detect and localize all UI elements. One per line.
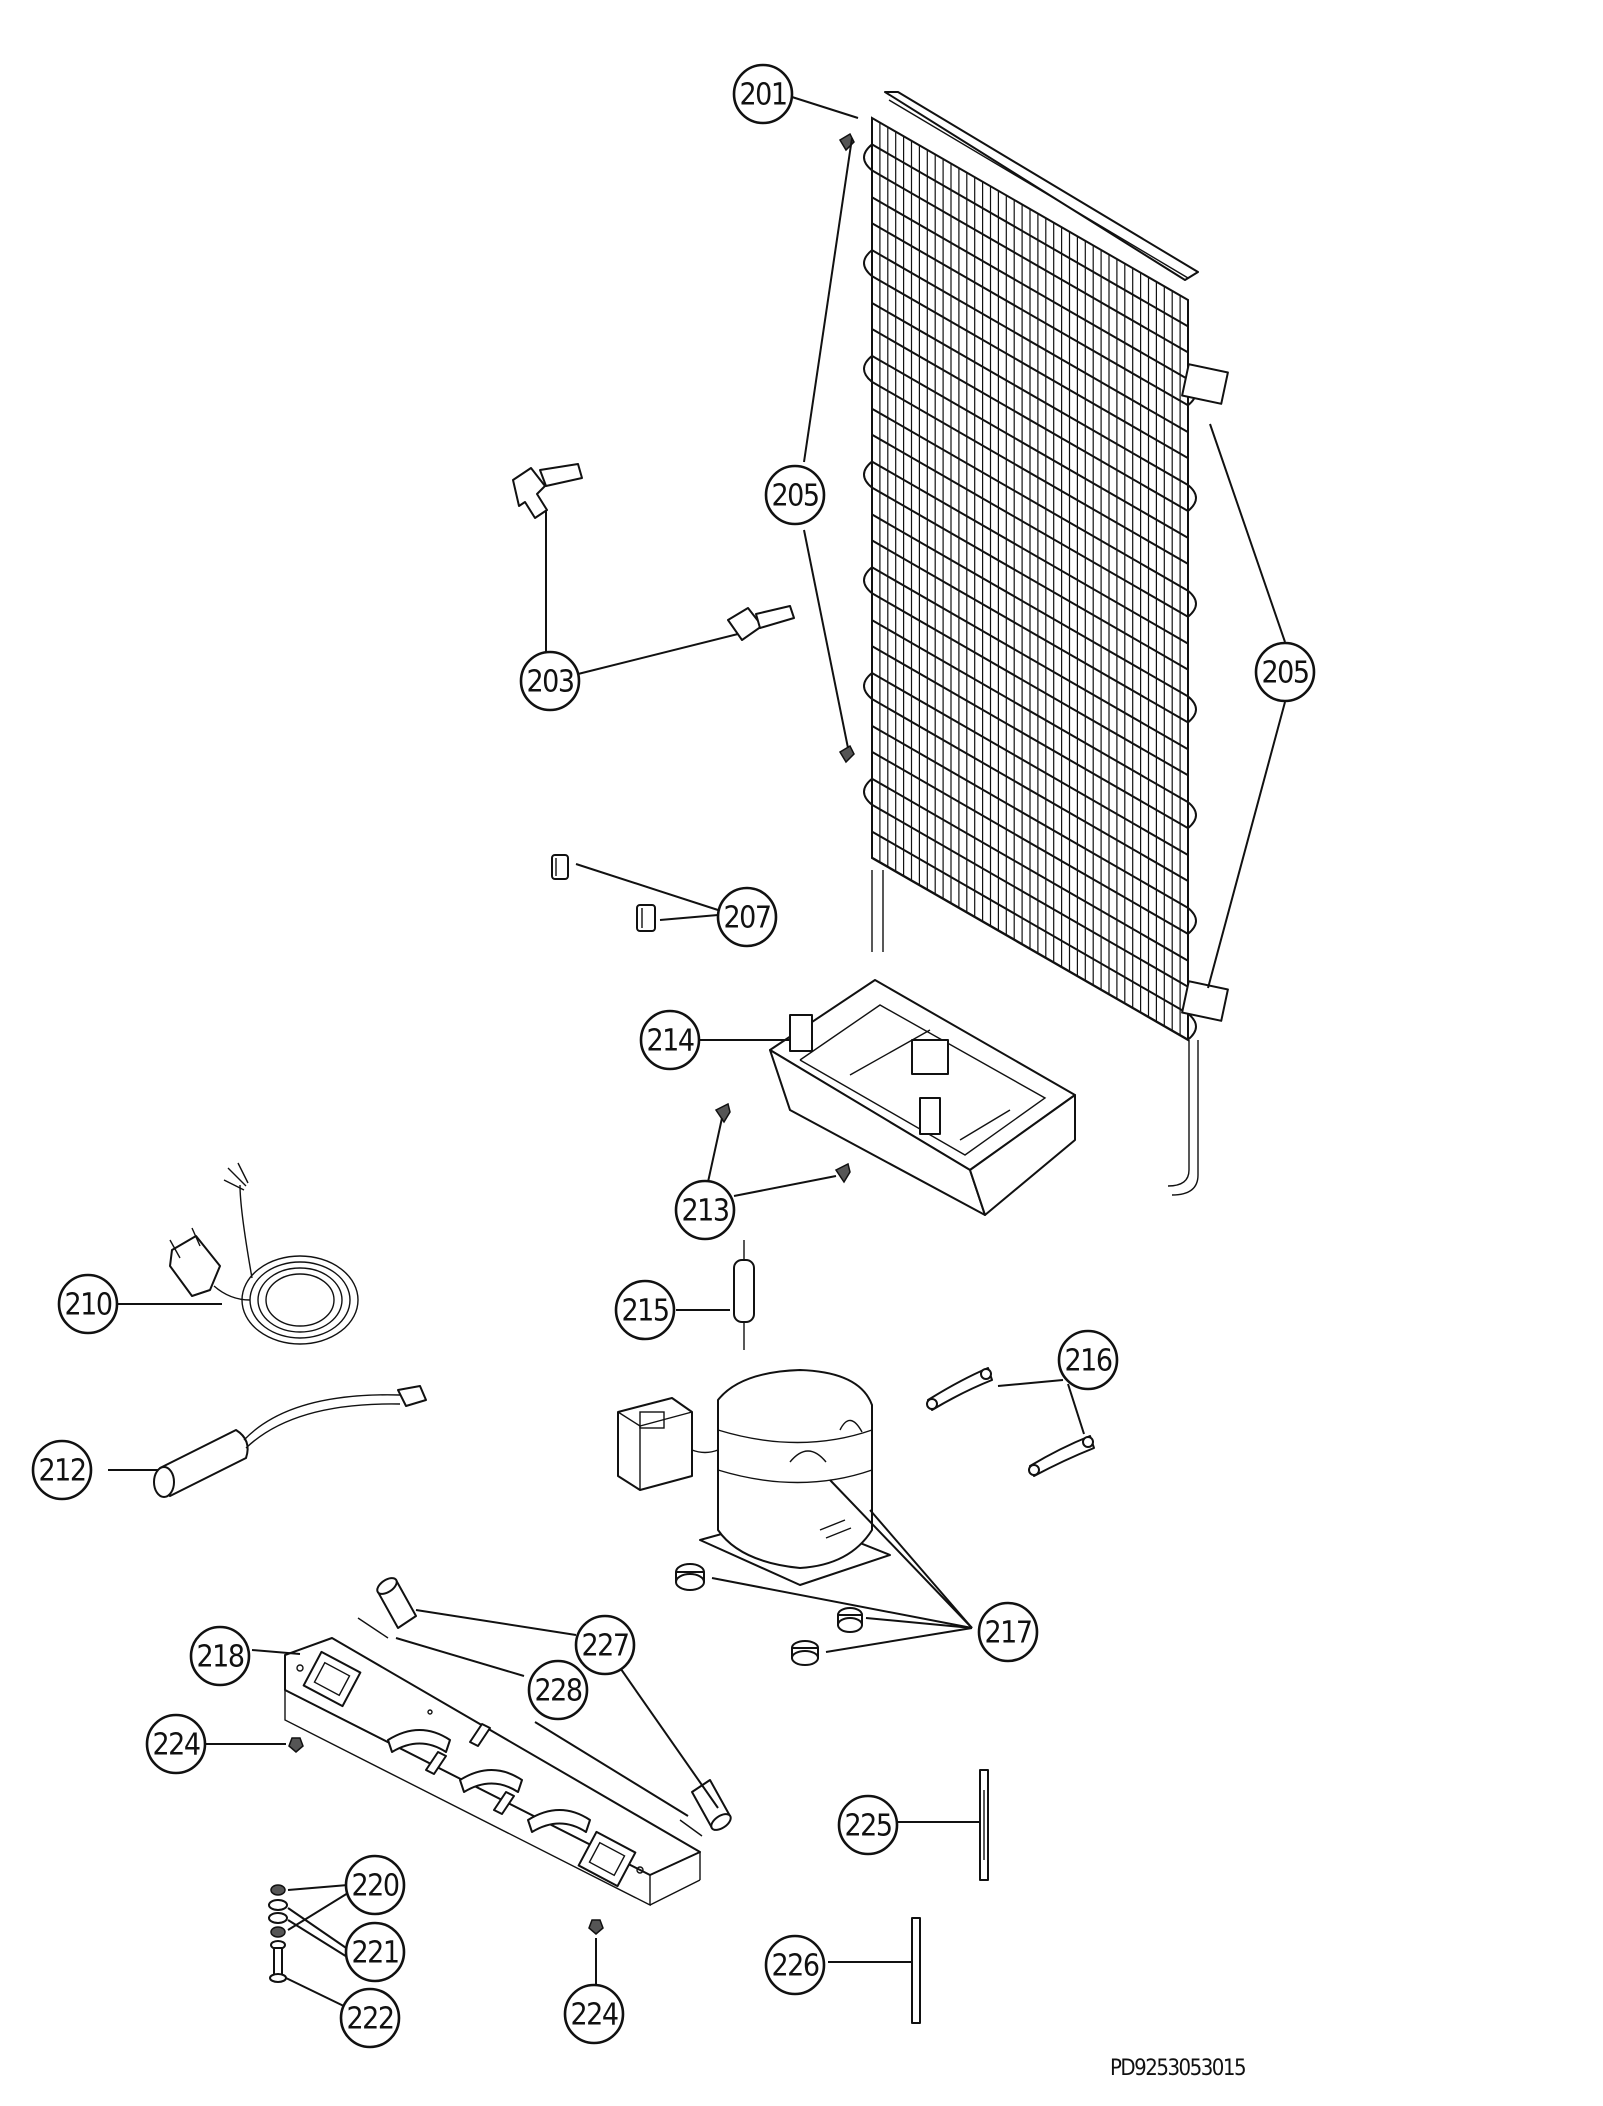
condenser-bend [863, 672, 873, 700]
callout-label: 228 [534, 1674, 581, 1709]
callout-label: 222 [346, 2002, 393, 2037]
callout-label: 212 [38, 1454, 85, 1489]
callout-225: 225 [837, 1794, 899, 1856]
condenser-coil [838, 91, 1229, 1196]
condenser-bend [1187, 484, 1197, 512]
callout-label: 225 [844, 1809, 891, 1844]
tube-part [911, 1769, 989, 2024]
callout-label: 205 [1261, 656, 1308, 691]
callout-label: 226 [771, 1949, 818, 1984]
condenser-tube [871, 249, 1189, 460]
condenser-bend [863, 249, 873, 277]
condenser-tube [871, 407, 1189, 618]
condenser-tube [871, 302, 1189, 512]
callout-212: 212 [31, 1439, 93, 1501]
condenser-tube [871, 724, 1189, 935]
leader-lines [108, 96, 1286, 2011]
callout-224-bottom: 224 [563, 1983, 625, 2045]
condenser-bend [863, 143, 873, 172]
bolt-assembly [268, 1884, 288, 1983]
callout-214: 214 [639, 1009, 701, 1071]
condenser-bend [1187, 801, 1197, 829]
callout-label: 203 [526, 665, 573, 700]
bushing-part [357, 1577, 732, 1837]
callout-label: 216 [1064, 1344, 1111, 1379]
callout-221: 221 [344, 1921, 406, 1983]
callout-label: 210 [64, 1288, 111, 1323]
callout-label: 217 [984, 1616, 1031, 1651]
callout-label: 227 [581, 1629, 628, 1664]
clip-part [512, 463, 795, 641]
retaining-bracket [926, 1367, 1095, 1477]
callout-213: 213 [674, 1179, 736, 1241]
condenser-tube [871, 196, 1189, 407]
callout-label: 207 [723, 901, 770, 936]
capacitor-part [153, 1385, 427, 1498]
callout-217: 217 [977, 1601, 1039, 1663]
callout-220: 220 [344, 1854, 406, 1916]
condenser-tube [871, 354, 1189, 565]
callout-210: 210 [57, 1273, 119, 1335]
condenser-tube [871, 777, 1189, 988]
screw-part [714, 1102, 851, 1184]
condenser-tube [871, 143, 1189, 354]
callout-215: 215 [614, 1279, 676, 1341]
condenser-bend [1187, 1012, 1197, 1041]
callout-205-left: 205 [764, 464, 826, 526]
condenser-bend [1187, 589, 1197, 618]
condenser-frame [871, 116, 1189, 1042]
condenser-tube [871, 460, 1189, 671]
spacer-part [551, 854, 656, 932]
callout-label: 215 [621, 1294, 668, 1329]
callout-label: 220 [351, 1869, 398, 1904]
callout-label: 214 [646, 1024, 693, 1059]
condenser-bend [1187, 695, 1197, 724]
callout-label: 224 [152, 1728, 199, 1763]
callout-222: 222 [339, 1987, 401, 2049]
callout-label: 201 [739, 78, 786, 113]
compressor-part [617, 1369, 891, 1666]
callout-label: 213 [681, 1194, 728, 1229]
drier-filter [733, 1240, 755, 1350]
callout-label: 221 [351, 1936, 398, 1971]
mains-cable [169, 1162, 359, 1345]
condenser-tube [871, 672, 1189, 882]
callout-224-left: 224 [145, 1713, 207, 1775]
nut-part [288, 1737, 604, 1935]
condenser-bend [863, 460, 873, 489]
callout-205-right: 205 [1254, 641, 1316, 703]
callout-218: 218 [189, 1625, 251, 1687]
callout-label: 218 [196, 1640, 243, 1675]
condenser-tube [871, 566, 1189, 777]
condenser-bend [863, 777, 873, 806]
base-plate [284, 1637, 701, 1907]
callout-label: 205 [771, 479, 818, 514]
callout-228: 228 [527, 1659, 589, 1721]
callout-226: 226 [764, 1934, 826, 1996]
condenser-bend [1187, 907, 1197, 935]
callout-203: 203 [519, 650, 581, 712]
callout-201: 201 [732, 63, 794, 125]
callout-207: 207 [716, 886, 778, 948]
condenser-bend [863, 566, 873, 595]
callout-216: 216 [1057, 1329, 1119, 1391]
condenser-tube [871, 619, 1189, 830]
callout-label: 224 [570, 1998, 617, 2033]
document-code: PD9253053015 [1110, 2056, 1245, 2081]
condenser-tube [871, 513, 1189, 724]
callout-227: 227 [574, 1614, 636, 1676]
condenser-bend [863, 355, 873, 383]
drip-tray [769, 979, 1076, 1216]
